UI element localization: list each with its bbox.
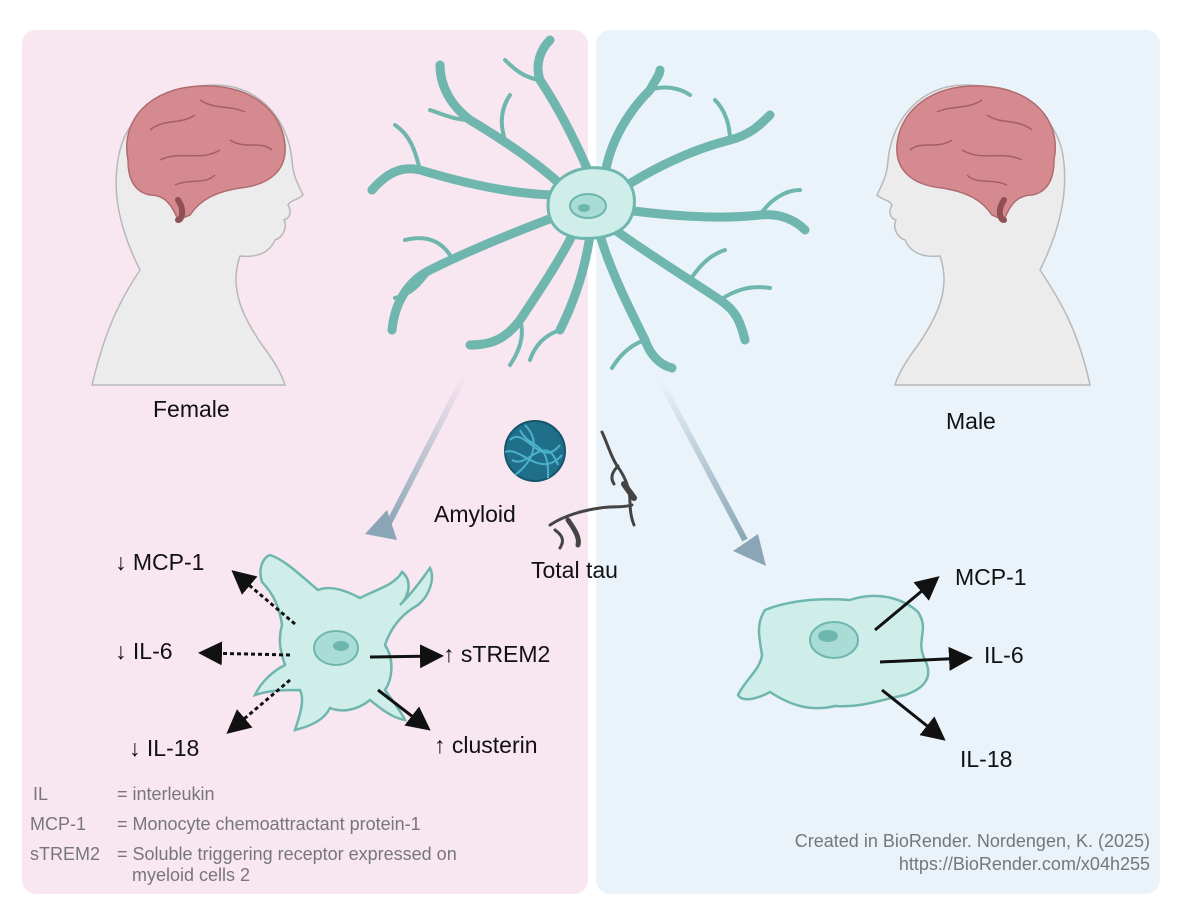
female-label: Female [153, 396, 230, 422]
tau-icon [548, 430, 637, 550]
legend-def-il: = interleukin [117, 784, 215, 804]
female-il18-label: ↓ IL-18 [129, 735, 200, 761]
male-il18-label: IL-18 [960, 746, 1013, 772]
total-tau-label: Total tau [531, 557, 618, 583]
male-label: Male [946, 408, 996, 434]
legend-abbr-strem2: sTREM2 [30, 844, 101, 864]
legend-def-strem2: = Soluble triggering receptor expressed … [117, 844, 457, 864]
arrow-to-male-cell [657, 378, 766, 566]
credit-line-1: Created in BioRender. Nordengen, K. (202… [794, 831, 1150, 851]
amyloid-icon [504, 420, 566, 482]
male-panel [596, 30, 1160, 894]
legend-abbr-mcp1: MCP-1 [30, 814, 87, 834]
male-head-icon [876, 84, 1091, 386]
male-effect-arrows [874, 576, 973, 741]
amyloid-label: Amyloid [434, 501, 516, 527]
female-head-icon [91, 84, 304, 386]
female-effect-arrows [198, 570, 444, 734]
male-microglia-cell [736, 594, 930, 710]
credit-line-2: https://BioRender.com/x04h255 [898, 853, 1150, 874]
female-mcp1-label: ↓ MCP-1 [115, 549, 205, 575]
legend-abbr-il: IL [33, 784, 49, 804]
legend-def-mcp1: = Monocyte chemoattractant protein-1 [117, 814, 421, 834]
arrow-to-female-cell [365, 373, 468, 540]
female-microglia-cell [252, 553, 434, 732]
male-il6-label: IL-6 [984, 642, 1024, 668]
male-brain-icon [896, 85, 1056, 221]
credit-text: Created in BioRender. Nordengen, K. (202… [795, 830, 1150, 875]
female-brain-icon [126, 85, 286, 221]
female-strem2-label: ↑ sTREM2 [443, 641, 551, 667]
legend-def-strem2-cont: myeloid cells 2 [132, 865, 251, 885]
female-clusterin-label: ↑ clusterin [434, 732, 538, 758]
microglia-cell-icon [367, 35, 810, 373]
female-il6-label: ↓ IL-6 [115, 638, 173, 664]
male-mcp1-label: MCP-1 [955, 564, 1027, 590]
